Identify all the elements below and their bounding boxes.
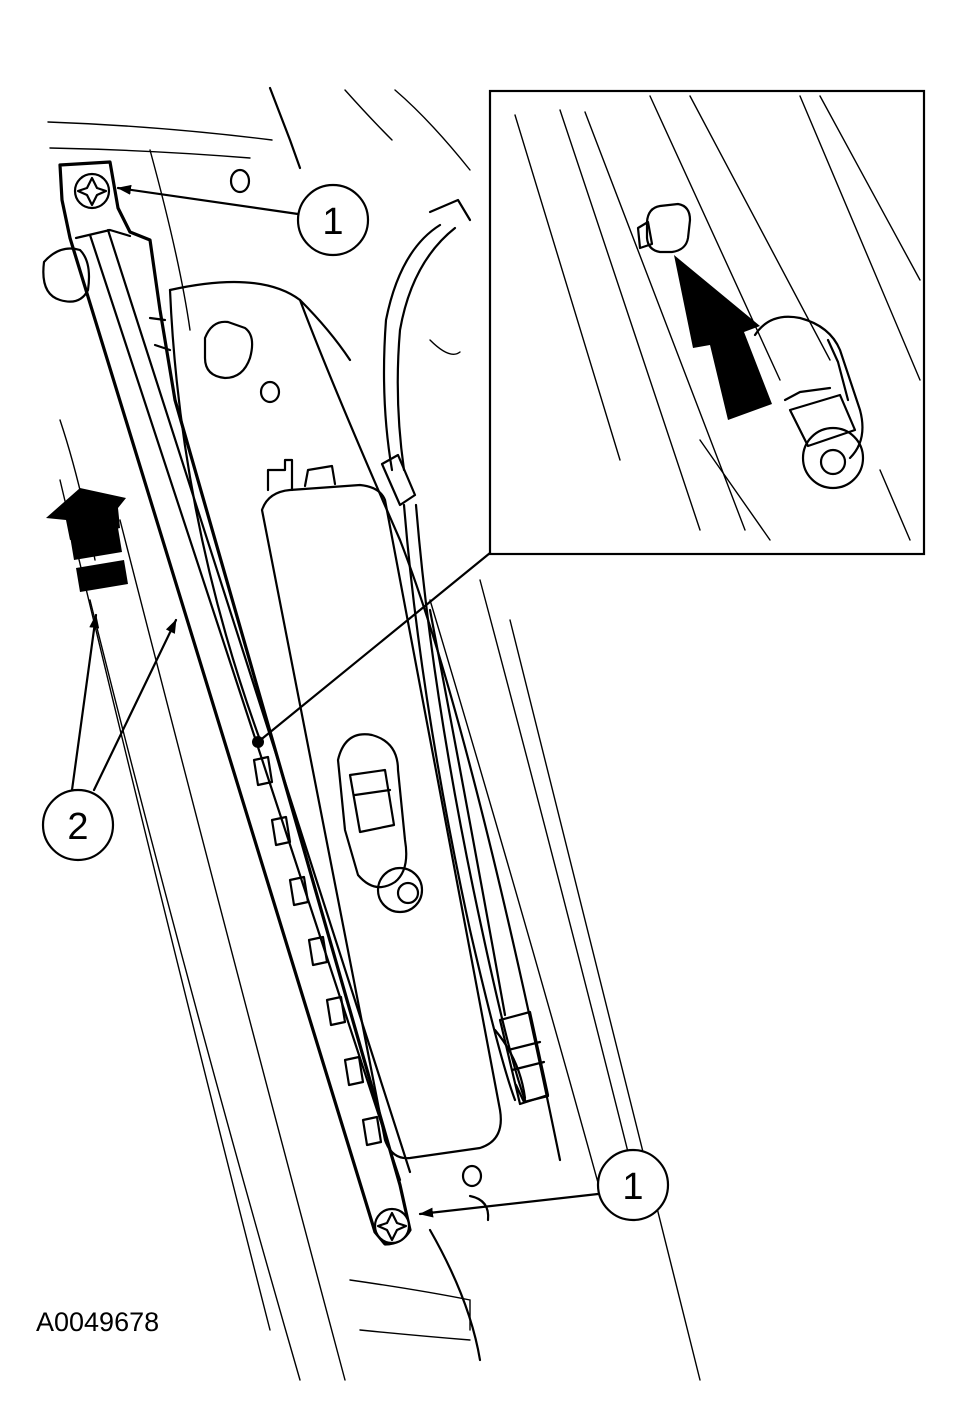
inset-pillar-lines	[514, 95, 921, 541]
inset-leader-line	[252, 551, 492, 748]
callout-1-upper-label: 1	[322, 201, 343, 243]
figure-id: A0049678	[36, 1307, 159, 1337]
callout-1-upper: 1	[116, 183, 370, 257]
inset-push-arrow-icon	[674, 255, 772, 420]
inset-bracket-detail	[753, 315, 865, 490]
upper-bolt-icon	[73, 172, 111, 210]
airbag-module-housing	[260, 458, 502, 1160]
callout-2-label: 2	[67, 806, 88, 848]
callout-1-lower-label: 1	[622, 1166, 643, 1208]
lower-bolt-icon	[373, 1207, 411, 1245]
wiring-harness	[380, 198, 550, 1106]
rail-clip-slots	[252, 755, 383, 1147]
callout-2: 2	[41, 613, 178, 862]
body-pillar-background	[42, 86, 701, 1381]
callout-1-lower: 1	[418, 1148, 670, 1222]
detail-inset	[488, 89, 926, 556]
inset-clip-icon	[636, 202, 692, 254]
installation-direction-arrow-icon	[46, 488, 128, 592]
